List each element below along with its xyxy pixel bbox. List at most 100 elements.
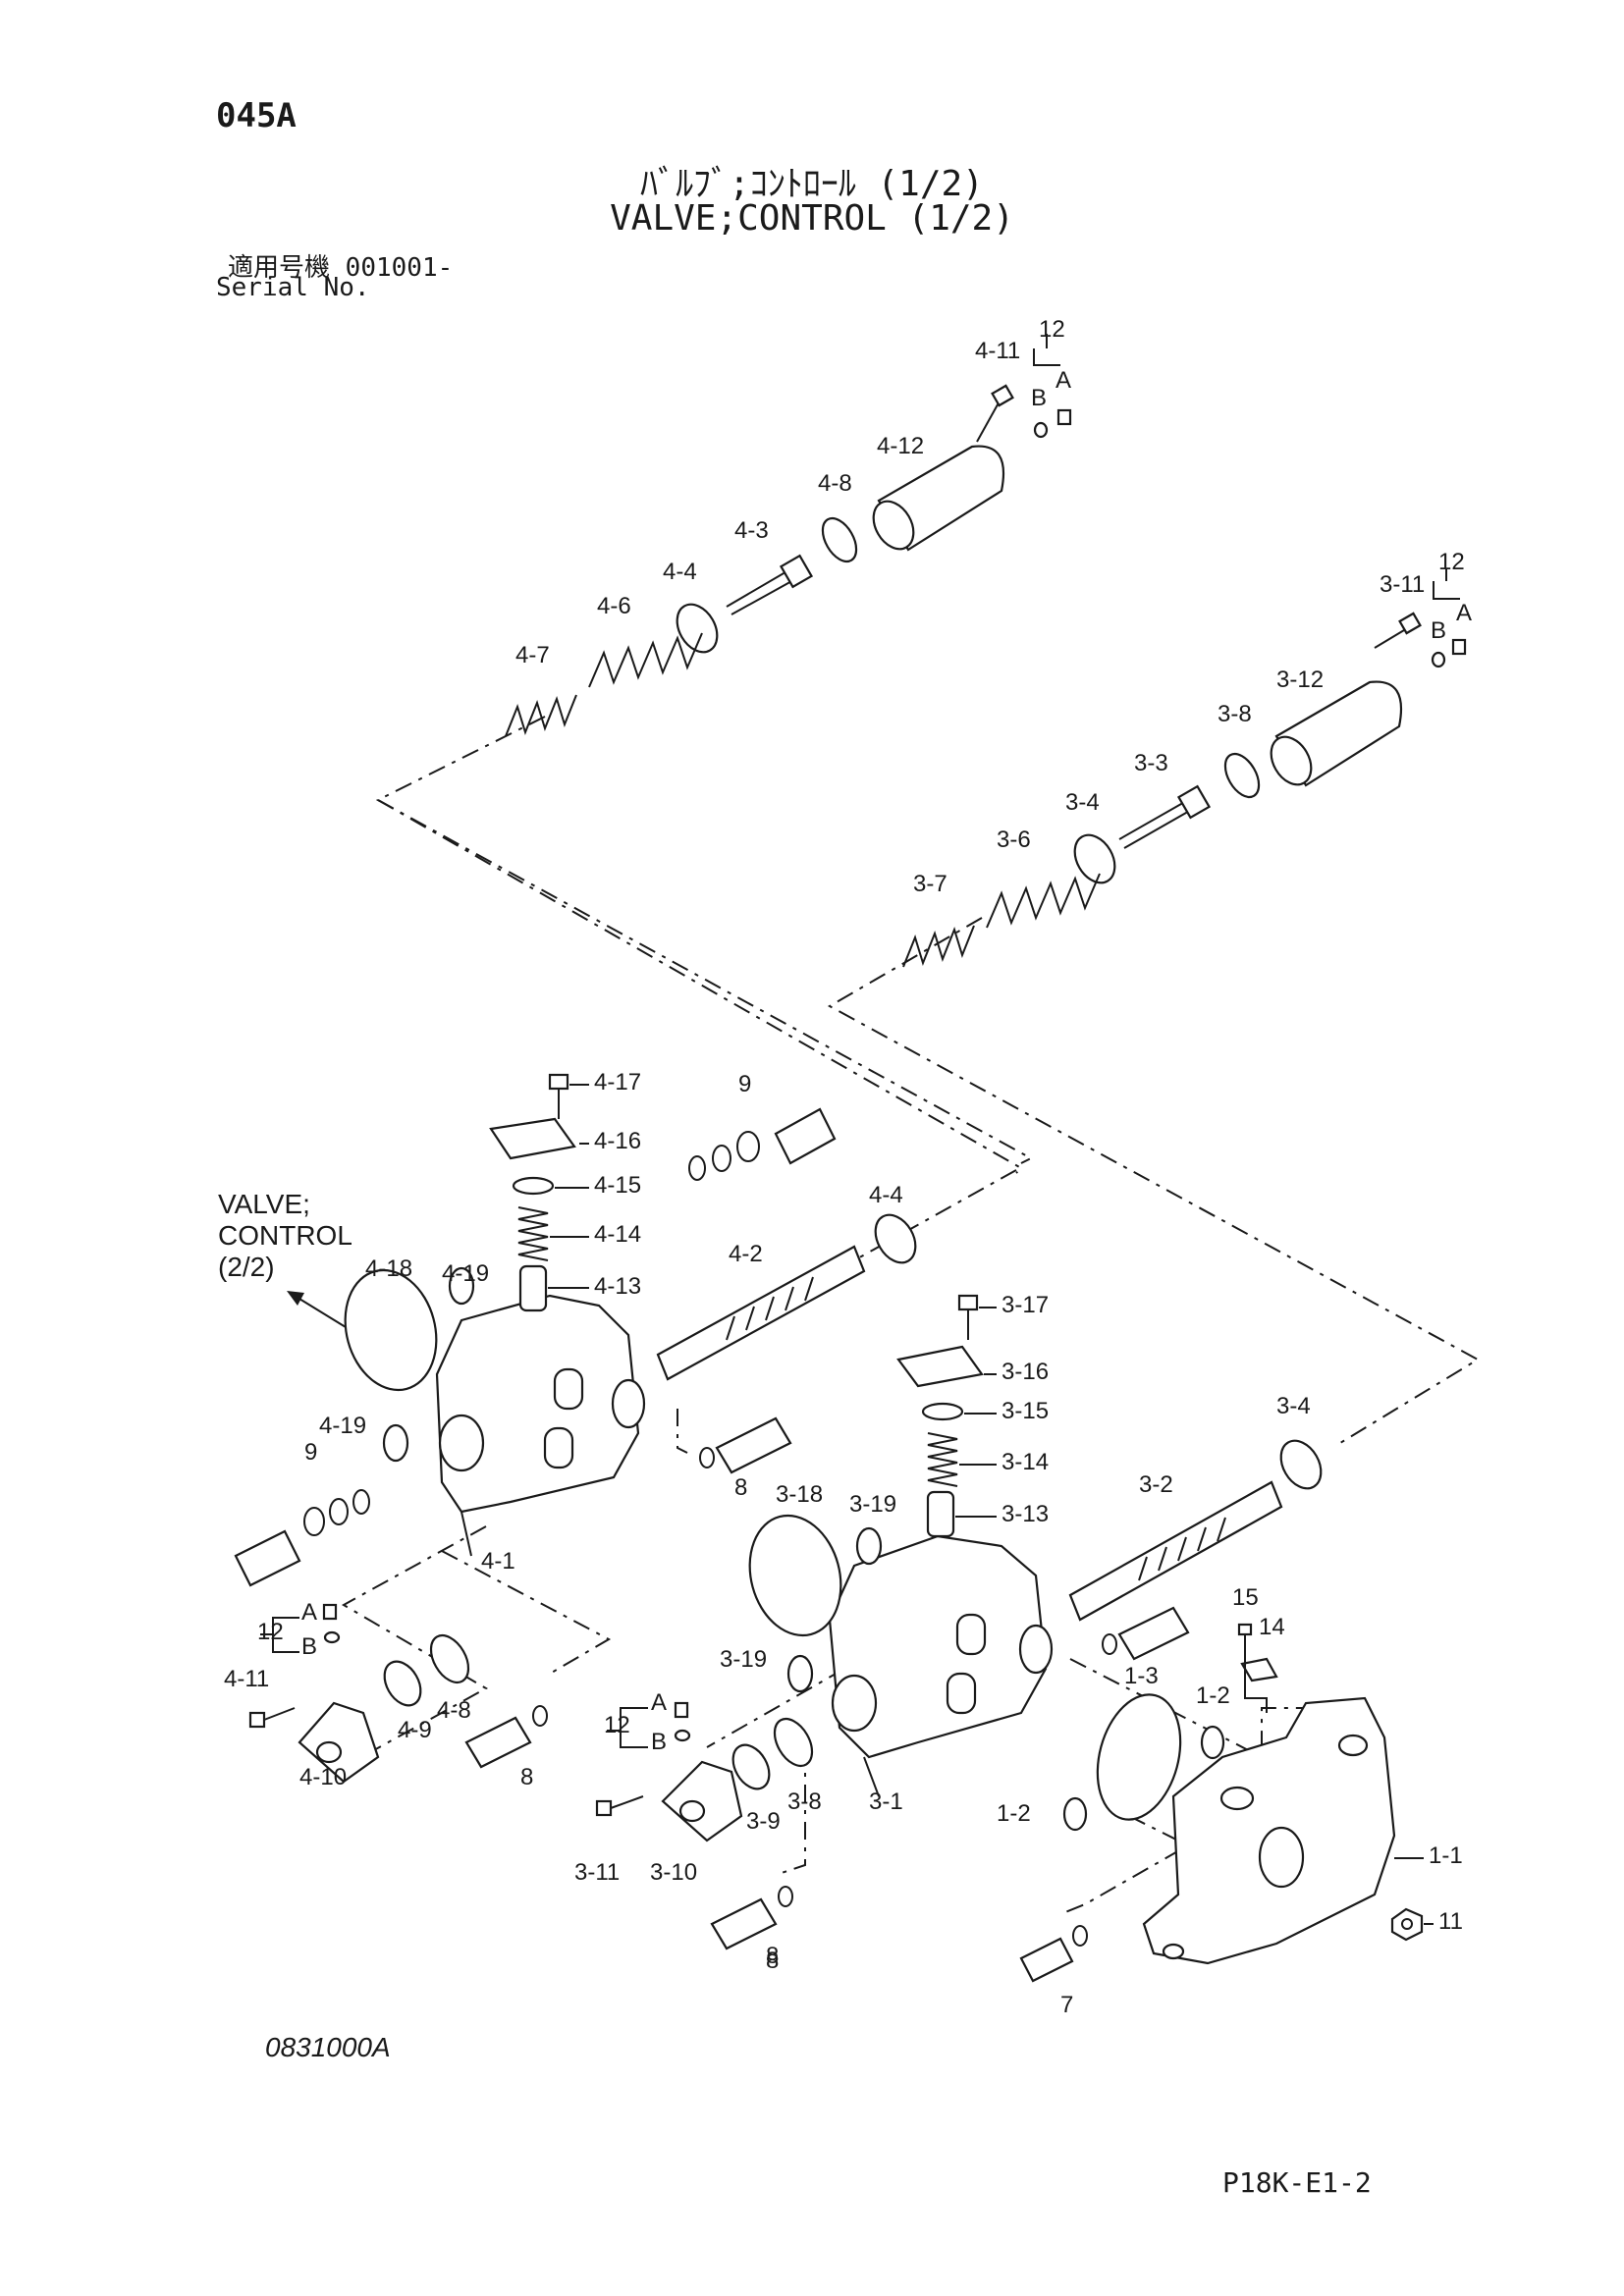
- part-3-4-seat-lower: [1279, 1439, 1323, 1490]
- part-1-2-oring-lower: [1062, 1796, 1088, 1832]
- callout: 3-4: [1065, 789, 1100, 816]
- part-4-11-bolt: [976, 384, 1014, 443]
- leader-lines: [260, 334, 1460, 1925]
- callout: 4-1: [481, 1548, 515, 1575]
- callout: 3-14: [1001, 1449, 1049, 1475]
- part-4-9-seat: [383, 1660, 422, 1707]
- callout: A: [1456, 600, 1472, 626]
- centerline-section3-left: [706, 1668, 845, 1748]
- part-8-plug-section3-right: [1102, 1606, 1190, 1661]
- part-4-11-bolt-lower: [248, 1707, 296, 1729]
- part-3-19-oring-upper: [855, 1526, 883, 1566]
- callout: 9: [738, 1071, 751, 1097]
- callout: 4-16: [594, 1128, 641, 1154]
- callout-labels: 4-11 12 B A 4-12 4-8 4-3 4-4 4-6 4-7 3-1…: [224, 316, 1472, 2018]
- page-code: 045A: [216, 96, 297, 135]
- callout: 4-6: [597, 593, 631, 619]
- part-4-3-bolt: [726, 554, 814, 615]
- callout: 4-10: [299, 1764, 347, 1790]
- callout: 4-11: [975, 338, 1020, 364]
- part-4-12-screw-a: [1033, 408, 1072, 439]
- callout: 12: [1438, 549, 1465, 575]
- callout: 12: [604, 1712, 630, 1738]
- serial-label-jp: 適用号機: [228, 253, 331, 283]
- callout: 4-8: [437, 1697, 471, 1724]
- callout: 9: [304, 1439, 317, 1466]
- callout: 3-11: [574, 1859, 620, 1886]
- callout: 3-4: [1276, 1393, 1311, 1419]
- callout: 4-14: [594, 1221, 641, 1248]
- callout: 8: [766, 1948, 779, 1974]
- callout: 4-3: [734, 517, 769, 544]
- part-3-12-screw-a: [1431, 638, 1467, 668]
- part-9-relief-valve-lower: [234, 1489, 370, 1587]
- callout: 8: [734, 1474, 747, 1501]
- callout: 12: [257, 1619, 284, 1645]
- part-4-18-oring: [344, 1268, 438, 1392]
- callout: B: [1431, 617, 1446, 644]
- callout: 3-8: [1218, 701, 1252, 727]
- part-3-4-seat: [1073, 833, 1116, 884]
- callout: 4-19: [442, 1260, 489, 1287]
- callout: 3-9: [746, 1808, 781, 1835]
- part-3-15-oring: [921, 1402, 964, 1421]
- callout: 3-17: [1001, 1292, 1049, 1318]
- part-3-14-spring: [927, 1432, 958, 1487]
- callout: 14: [1259, 1614, 1285, 1640]
- part-4-7-spring: [505, 694, 577, 737]
- part-3-16-cover: [896, 1345, 984, 1388]
- part-11-nut: [1390, 1907, 1424, 1942]
- centerline-section4-left: [341, 1525, 489, 1768]
- part-8-plug-section3-lower: [710, 1886, 793, 1950]
- centerline-section4-plug: [441, 1550, 612, 1675]
- callout: 7: [1060, 1992, 1073, 2018]
- callout: 4-4: [663, 559, 697, 585]
- part-3-13-poppet: [926, 1490, 955, 1538]
- centerline-upper-spool: [375, 716, 1034, 1164]
- centerline-section1: [1069, 1658, 1316, 1759]
- callout: 15: [1232, 1584, 1259, 1611]
- part-4-14-spring: [517, 1206, 549, 1261]
- part-3-3-bolt: [1118, 784, 1212, 849]
- part-4-19-oring-upper: [448, 1266, 475, 1306]
- callout: 3-15: [1001, 1398, 1049, 1424]
- part-3-12-cover: [1270, 680, 1403, 787]
- part-3-1-section-body: [828, 1534, 1054, 1759]
- callout: 3-1: [869, 1789, 903, 1815]
- part-1-1-inlet-body: [1142, 1696, 1396, 1965]
- part-12-screw-section4: [322, 1603, 341, 1644]
- cross-reference-line1: VALVE;: [218, 1189, 310, 1219]
- part-7-plug: [1019, 1925, 1088, 1983]
- part-4-8-oring-lower: [429, 1634, 470, 1683]
- callout: 3-3: [1134, 750, 1168, 776]
- centerline-section4-drain: [677, 1409, 688, 1454]
- part-3-17-bolt: [957, 1294, 979, 1340]
- part-14-plate: [1240, 1657, 1278, 1682]
- part-15-screw: [1237, 1623, 1253, 1649]
- part-9-relief-valve-upper: [688, 1107, 837, 1181]
- callout: 3-11: [1380, 571, 1425, 598]
- part-3-8-oring-lower: [773, 1718, 814, 1767]
- callout: 3-8: [787, 1789, 822, 1815]
- callout: 11: [1438, 1908, 1463, 1935]
- part-3-7-spring: [902, 925, 975, 968]
- callout: 3-19: [720, 1646, 767, 1673]
- callout: 1-3: [1124, 1663, 1159, 1689]
- cross-reference-line2: CONTROL: [218, 1220, 352, 1251]
- callout: B: [301, 1633, 317, 1660]
- title-japanese: ﾊﾞﾙﾌﾞ;ｺﾝﾄﾛｰﾙ (1/2): [640, 164, 984, 204]
- callout: 4-18: [365, 1255, 412, 1282]
- part-12-screw-section3: [674, 1701, 691, 1742]
- part-3-11-bolt-lower: [595, 1795, 644, 1817]
- part-3-19-oring-lower: [786, 1654, 814, 1693]
- part-4-15-oring: [512, 1176, 555, 1196]
- part-4-4-seat: [676, 603, 719, 654]
- centerline-section3-plug: [775, 1747, 806, 1876]
- part-4-12-cover: [872, 445, 1005, 552]
- callout: 8: [520, 1764, 533, 1790]
- part-8-plug-section4-lower: [464, 1705, 548, 1769]
- serial-value: 001001-: [345, 253, 454, 283]
- part-3-9-seat: [731, 1743, 771, 1790]
- callout: 3-12: [1276, 667, 1324, 693]
